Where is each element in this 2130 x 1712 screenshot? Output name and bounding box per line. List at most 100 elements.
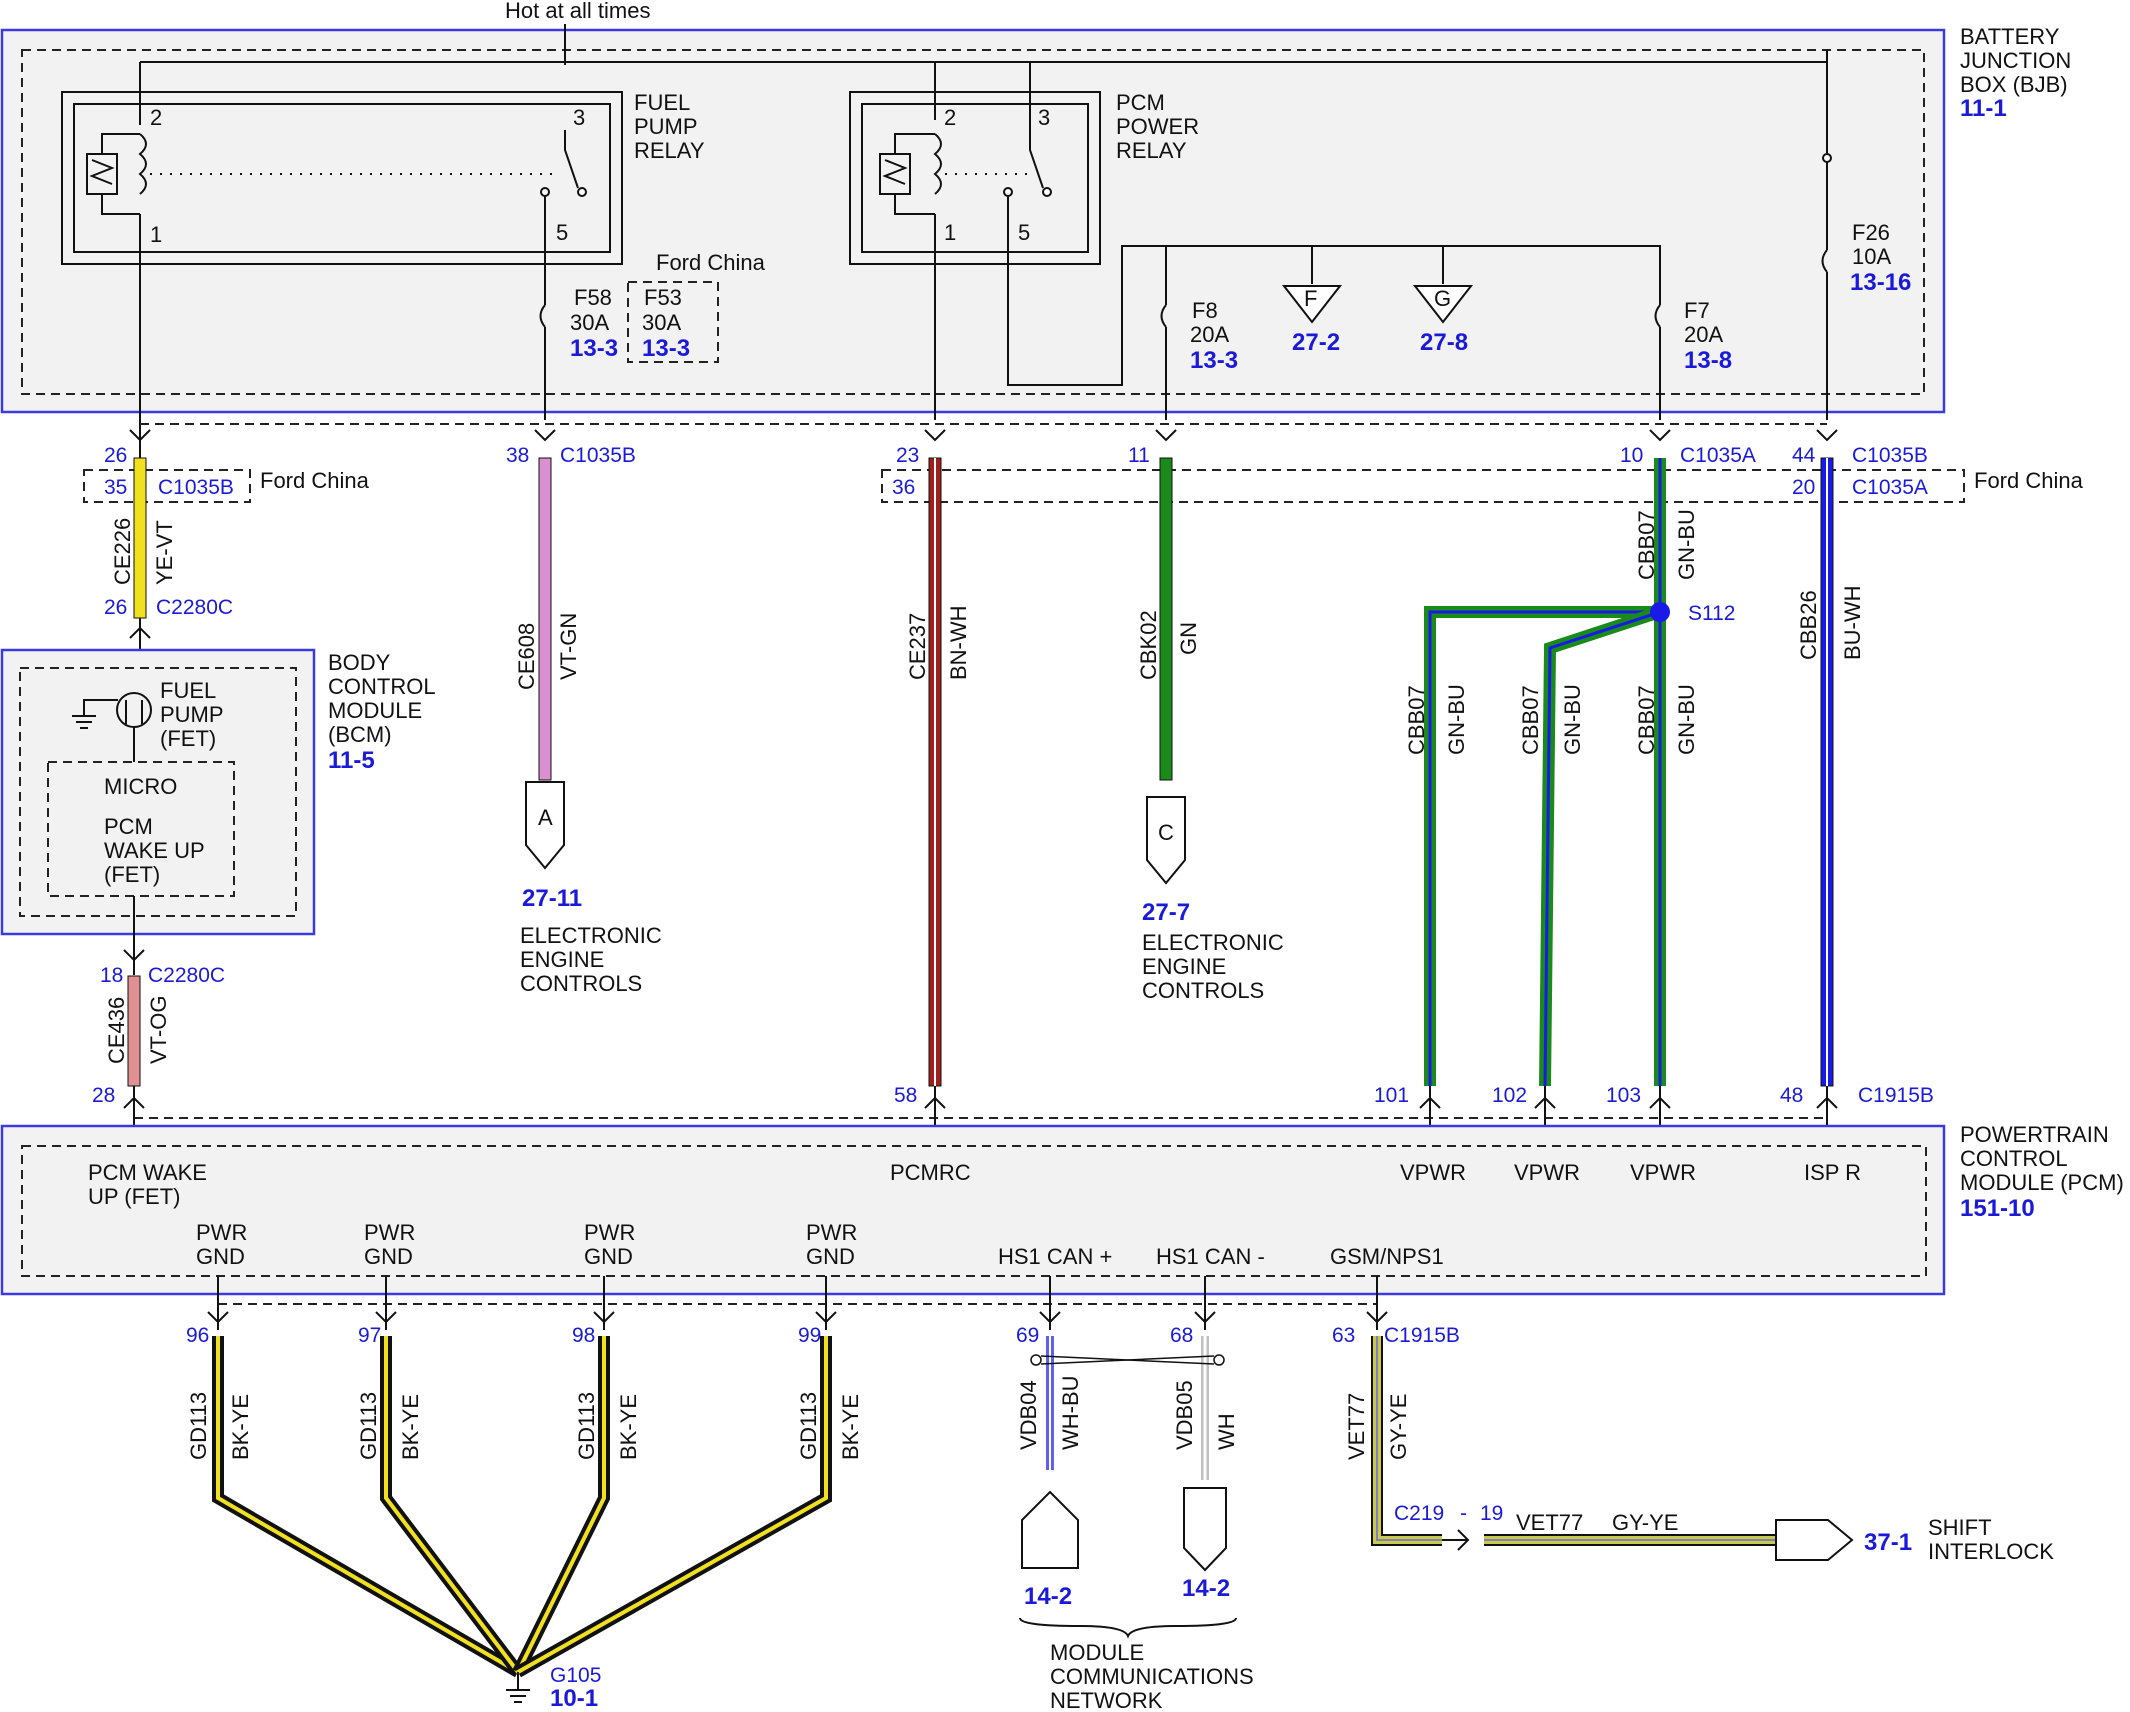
wire-gd113-id-99: GD113 <box>796 1392 821 1460</box>
pin-23: 23 <box>896 444 919 467</box>
pcm-ref[interactable]: 151-10 <box>1960 1195 2035 1222</box>
ground-f-symbol <box>1281 285 1343 324</box>
ground-g105-ref[interactable]: 10-1 <box>550 1685 598 1712</box>
wire-cbb07-group[interactable] <box>1424 458 1666 1087</box>
bjb-label-1: BATTERY <box>1960 24 2060 49</box>
fuse-f8-ref[interactable]: 13-3 <box>1190 347 1238 374</box>
wire-cbk02-color: GN <box>1176 622 1201 655</box>
connector-c-ref[interactable]: 27-7 <box>1142 899 1190 926</box>
pcm-relay-pin-5: 5 <box>1018 220 1030 245</box>
pcm-pwr-96: PWR <box>196 1220 247 1245</box>
connector-c-symbol <box>1146 796 1186 885</box>
conn-c1035b-44: C1035B <box>1852 444 1928 467</box>
pcm-power-relay <box>849 91 1101 420</box>
pin-68: 68 <box>1170 1324 1193 1347</box>
pcm-gnd-96: GND <box>196 1244 245 1269</box>
fuse-f58-amp: 30A <box>570 310 609 335</box>
ground-g-symbol <box>1412 285 1474 324</box>
pcm-gnd-98: GND <box>584 1244 633 1269</box>
pin-11: 11 <box>1128 444 1150 467</box>
wire-ce608-id: CE608 <box>514 623 539 690</box>
bcm-ref[interactable]: 11-5 <box>328 747 375 774</box>
wire-cbb07-color-101: GN-BU <box>1444 684 1469 755</box>
wire-cbb07-id-top: CBB07 <box>1634 510 1659 580</box>
connector-a-label-1: ELECTRONIC <box>520 923 662 948</box>
fuse-f7-symbol <box>1654 304 1661 328</box>
wire-ce237-id: CE237 <box>905 613 930 680</box>
pcm-wake-label-1: PCM WAKE <box>88 1160 207 1185</box>
network-ref-2[interactable]: 14-2 <box>1182 1575 1230 1602</box>
ford-china-label-top: Ford China <box>656 250 766 275</box>
wire-ce436[interactable] <box>127 975 141 1087</box>
pcm-wake-label-2: UP (FET) <box>88 1184 180 1209</box>
wire-gd113-color-99: BK-YE <box>838 1394 863 1460</box>
pin-99: 99 <box>798 1324 821 1347</box>
bcm-wake-label-2: WAKE UP <box>104 838 205 863</box>
c1915b-arrows <box>123 1096 1838 1109</box>
wire-gd113-id-96: GD113 <box>186 1392 211 1460</box>
fuse-f53-ref[interactable]: 13-3 <box>642 335 690 362</box>
shift-interlock-ref[interactable]: 37-1 <box>1864 1529 1912 1556</box>
wire-ce226[interactable] <box>133 457 147 619</box>
connector-c-label-1: ELECTRONIC <box>1142 930 1284 955</box>
pcm-vpwr-101: VPWR <box>1400 1160 1466 1185</box>
pin-44: 44 <box>1792 444 1816 467</box>
wire-vet77[interactable] <box>1371 1336 1776 1546</box>
fuse-f53-amp: 30A <box>642 310 681 335</box>
ground-g105-symbol <box>506 1672 530 1703</box>
bcm-wake-label-3: (FET) <box>104 862 160 887</box>
fuse-f7-ref[interactable]: 13-8 <box>1684 347 1732 374</box>
conn-c1035b-fc: C1035B <box>158 476 234 499</box>
bjb-label-3: BOX (BJB) <box>1960 72 2068 97</box>
wire-ce608[interactable] <box>538 457 552 781</box>
wire-cbb07-id-101: CBB07 <box>1404 685 1429 755</box>
pin-26-c1035b: 26 <box>104 444 127 467</box>
wire-vet77-id: VET77 <box>1344 1393 1369 1460</box>
wire-cbk02-id: CBK02 <box>1136 610 1161 680</box>
ground-f-letter: F <box>1304 286 1317 311</box>
fuse-f7-amp: 20A <box>1684 322 1723 347</box>
wire-gd113-group[interactable] <box>212 1336 832 1678</box>
ground-f-ref[interactable]: 27-2 <box>1292 329 1340 356</box>
connector-a-label-2: ENGINE <box>520 947 604 972</box>
bcm-label-4: (BCM) <box>328 722 392 747</box>
pin-96: 96 <box>186 1324 209 1347</box>
pcm-hs1-can-plus: HS1 CAN + <box>998 1244 1112 1269</box>
pin-35: 35 <box>104 476 127 499</box>
network-ref-1[interactable]: 14-2 <box>1024 1583 1072 1610</box>
pin-69: 69 <box>1016 1324 1039 1347</box>
pcm-vpwr-103: VPWR <box>1630 1160 1696 1185</box>
wire-cbb07-color-103: GN-BU <box>1674 684 1699 755</box>
connector-c-label-3: CONTROLS <box>1142 978 1264 1003</box>
wire-ce608-color: VT-GN <box>556 613 581 680</box>
pcm-gnd-99: GND <box>806 1244 855 1269</box>
ground-g-ref[interactable]: 27-8 <box>1420 329 1468 356</box>
ford-china-band-left <box>83 469 251 503</box>
pcm-vpwr-102: VPWR <box>1514 1160 1580 1185</box>
fuse-f58-ref[interactable]: 13-3 <box>570 335 618 362</box>
pcm-label-1: POWERTRAIN <box>1960 1122 2109 1147</box>
bjb-ref[interactable]: 11-1 <box>1960 95 2007 122</box>
ground-g-letter: G <box>1434 286 1451 311</box>
twisted-pair-symbol <box>1030 1354 1225 1366</box>
fuse-f58-symbol <box>539 304 546 328</box>
pin-48: 48 <box>1780 1084 1803 1107</box>
connector-c-letter: C <box>1158 820 1174 845</box>
pcm-label-3: MODULE (PCM) <box>1960 1170 2124 1195</box>
bcm-fet-label-3: (FET) <box>160 726 216 751</box>
fuse-f26-ref[interactable]: 13-16 <box>1850 269 1911 296</box>
network-brace <box>1019 1617 1237 1639</box>
ford-china-label-left: Ford China <box>260 468 370 493</box>
pin-102: 102 <box>1492 1084 1527 1107</box>
hot-at-all-times-label: Hot at all times <box>505 0 651 23</box>
connector-a-label-3: CONTROLS <box>520 971 642 996</box>
conn-c219-dash: - <box>1460 1502 1467 1525</box>
fuel-relay-pin-2: 2 <box>150 105 162 130</box>
wire-cbk02[interactable] <box>1159 457 1173 781</box>
pin-19: 19 <box>1480 1502 1503 1525</box>
conn-c1035b-38: C1035B <box>560 444 636 467</box>
wire-vdb05-color: WH <box>1214 1413 1239 1450</box>
pcm-label-2: CONTROL <box>1960 1146 2068 1171</box>
connector-a-ref[interactable]: 27-11 <box>522 885 582 912</box>
